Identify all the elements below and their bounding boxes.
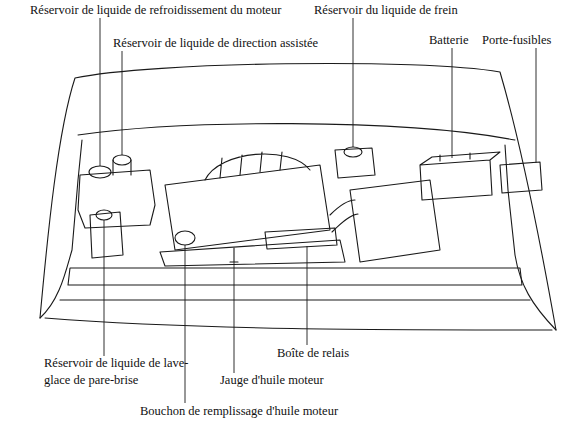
- brake-cap: [344, 147, 362, 157]
- leader-line: [104, 220, 105, 356]
- leader-line: [234, 262, 235, 373]
- leader-line: [100, 18, 101, 166]
- oil-filler-cap: [175, 231, 195, 245]
- coolant-cap: [89, 166, 111, 178]
- part-label: Réservoir de liquide de direction assist…: [113, 35, 318, 52]
- power-steering-reservoir: [113, 160, 131, 175]
- air-intake-duct: [330, 200, 358, 232]
- bumper-edge: [45, 318, 552, 330]
- intake-manifold: [205, 152, 310, 180]
- washer-reservoir: [90, 212, 123, 258]
- leader-line: [452, 48, 453, 158]
- engine-lower-block: [160, 240, 345, 266]
- left-fender: [40, 140, 82, 318]
- washer-cap: [96, 210, 112, 220]
- coolant-reservoir: [78, 170, 155, 228]
- part-label: Réservoir du liquide de frein: [314, 2, 458, 19]
- part-label: Batterie: [429, 32, 469, 49]
- part-label: Réservoir de liquide de refroidissement …: [30, 2, 281, 19]
- part-label: Boîte de relais: [277, 345, 349, 362]
- part-label: Réservoir de liquide de lave-glace de pa…: [44, 355, 204, 389]
- fuse-box: [500, 162, 542, 193]
- engine-cover: [165, 165, 330, 250]
- right-fender: [505, 145, 556, 330]
- leader-line: [307, 246, 308, 345]
- leader-line: [353, 18, 354, 147]
- leader-line: [536, 48, 537, 163]
- air-filter-box: [350, 180, 440, 262]
- leader-line: [122, 51, 123, 155]
- part-label: Bouchon de remplissage d'huile moteur: [140, 403, 338, 420]
- hood-outline: [40, 63, 556, 330]
- front-cross-member: [68, 268, 522, 285]
- part-label: Porte-fusibles: [482, 32, 551, 49]
- leader-line: [185, 245, 186, 403]
- oil-dipstick: [230, 248, 238, 262]
- relay-box: [265, 228, 337, 249]
- power-steering-cap: [113, 155, 131, 165]
- battery: [420, 152, 500, 200]
- battery-terminals: [440, 153, 470, 161]
- part-label: Jauge d'huile moteur: [220, 372, 324, 389]
- windshield-edge: [78, 124, 515, 140]
- brake-reservoir: [335, 148, 375, 178]
- radiator-support: [60, 299, 530, 300]
